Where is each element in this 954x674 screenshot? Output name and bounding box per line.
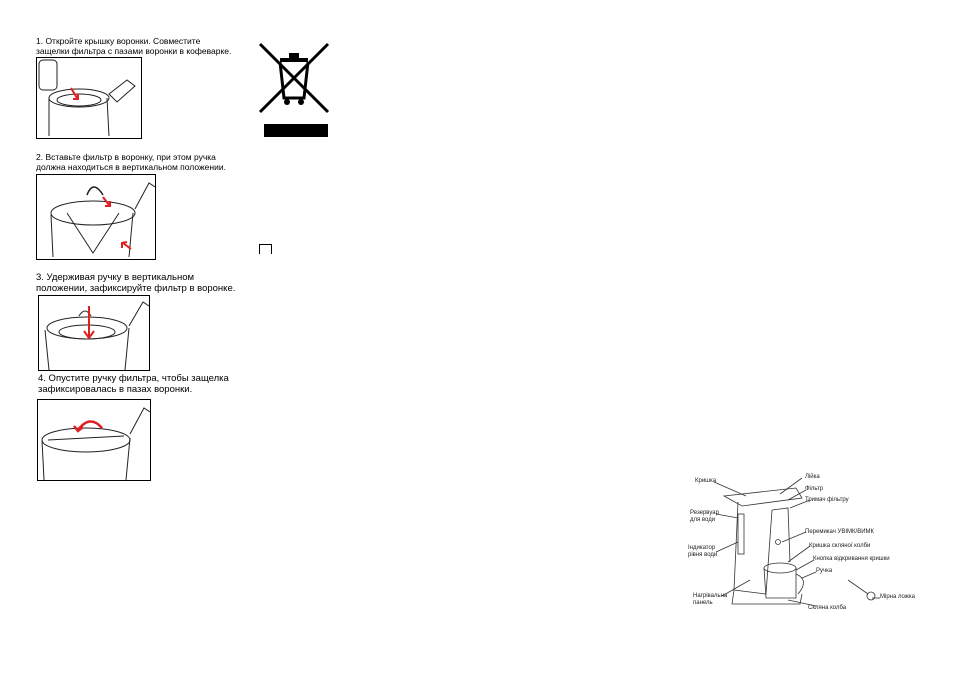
step-2-text: 2. Вставьте фильтр в воронку, при этом р… [36, 152, 226, 172]
label-filter-holder: Тримач фільтру [805, 497, 849, 503]
label-measuring-spoon: Мірна ложка [880, 594, 915, 600]
label-heating-panel: Нагрівальна панель [693, 593, 728, 606]
weee-bar [264, 124, 328, 137]
small-bracket [259, 244, 272, 254]
label-level-indicator: Індикатор рівня води [688, 545, 718, 558]
step-3-illustration [38, 295, 150, 371]
label-flask-lid: Кришка скляної колби [809, 543, 871, 549]
step-4-illustration [37, 399, 151, 481]
label-lid: Кришка [695, 478, 717, 484]
label-filter: Фільтр [805, 486, 824, 492]
step-1-text: 1. Откройте крышку воронки. Совместите з… [36, 36, 232, 56]
step-3-text: 3. Удерживая ручку в вертикальном положе… [36, 272, 236, 294]
step-1-illustration [36, 57, 142, 139]
step-2-illustration [36, 174, 156, 260]
label-switch: Перемикач УВІМК/ВИМК [805, 529, 875, 535]
step-4-text: 4. Опустите ручку фильтра, чтобы защелка… [38, 373, 229, 395]
weee-bin-icon [256, 40, 332, 116]
label-lid-button: Кнопка відкривання кришки [813, 556, 890, 562]
label-funnel: Лійка [805, 474, 820, 480]
label-glass-flask: Скляна колба [808, 605, 847, 611]
label-handle: Ручка [816, 568, 833, 574]
coffee-maker-diagram [684, 470, 934, 620]
label-reservoir: Резервуар для води [690, 510, 719, 523]
